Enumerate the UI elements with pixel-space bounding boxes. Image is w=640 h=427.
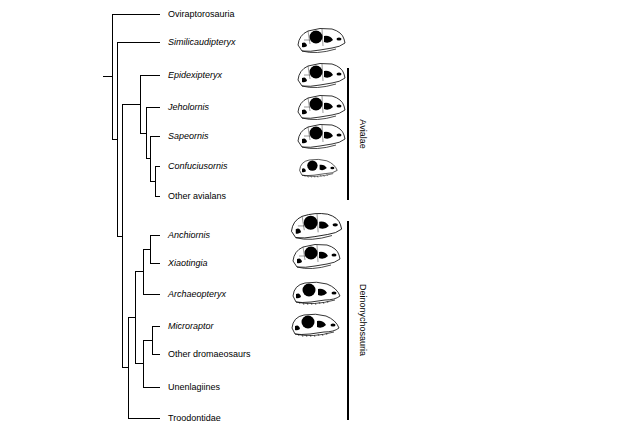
taxon-label: Epidexipteryx (168, 69, 222, 81)
skull-drawing (298, 28, 345, 52)
taxon-label: Microraptor (168, 320, 214, 332)
clade-label: Avialae (357, 119, 369, 148)
taxon-label: Jeholornis (168, 101, 209, 113)
taxon-label: Xiaotingia (168, 257, 208, 269)
skull-drawing (300, 159, 338, 177)
taxon-label: Other avialans (168, 190, 226, 202)
skull-drawings (291, 28, 345, 337)
tree-lines (103, 14, 348, 420)
clade-bracket (347, 68, 348, 420)
taxon-label: Troodontidae (168, 412, 221, 424)
taxon-label: Other dromaeosaurs (168, 348, 251, 360)
skull-drawing (298, 124, 345, 148)
skull-drawing (298, 95, 345, 119)
skull-drawing (291, 213, 341, 239)
skull-drawing (298, 63, 345, 87)
taxon-label: Archaeopteryx (168, 288, 226, 300)
taxon-label: Anchiornis (168, 229, 210, 241)
skull-drawing (293, 244, 340, 268)
skull-drawing (293, 282, 340, 305)
clade-label: Deinonychosauria (357, 284, 369, 356)
skull-drawing (292, 314, 339, 337)
taxon-label: Sapeornis (168, 130, 209, 142)
taxon-label: Unenlagiines (168, 381, 220, 393)
taxon-label: Similicaudipteryx (168, 36, 236, 48)
taxon-label: Confuciusornis (168, 160, 228, 172)
taxon-label: Oviraptorosauria (168, 8, 235, 20)
